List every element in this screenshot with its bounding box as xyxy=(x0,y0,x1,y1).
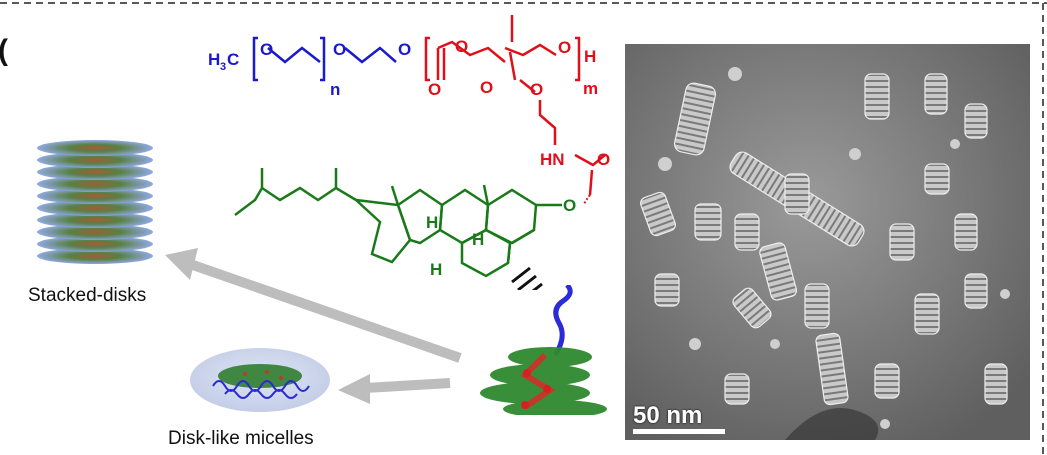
peg-h-sub: 3 xyxy=(220,61,226,73)
chemical-structure: H 3 C O O O n O O O H m xyxy=(208,15,610,290)
ma-o1: O xyxy=(455,37,468,56)
disk-micelles-label: Disk-like micelles xyxy=(168,428,314,449)
panel-letter: ( xyxy=(0,34,8,68)
process-arrows xyxy=(165,248,462,404)
peg-block xyxy=(252,36,397,82)
chol-h2: H xyxy=(472,230,484,249)
polymer-model xyxy=(480,285,607,415)
scale-bar xyxy=(633,429,725,434)
chol-h1: H xyxy=(426,213,438,232)
peg-o1: O xyxy=(260,40,273,59)
ma-o5: O xyxy=(530,80,543,99)
ma-o4: O xyxy=(480,78,493,97)
peg-o2: O xyxy=(333,40,346,59)
methacrylate-block xyxy=(424,15,606,196)
ma-m: m xyxy=(583,79,598,98)
ma-hn: HN xyxy=(540,150,565,169)
ma-o6: O xyxy=(597,150,610,169)
chol-h3: H xyxy=(430,260,442,279)
ma-h: H xyxy=(584,47,596,66)
peg-n: n xyxy=(330,80,340,99)
chol-o: O xyxy=(563,196,576,215)
ma-o3: O xyxy=(558,38,571,57)
tem-micrograph: 50 nm xyxy=(625,44,1030,440)
ma-o2: O xyxy=(428,80,441,99)
scale-bar-label: 50 nm xyxy=(633,402,703,429)
stacked-disks-label: Stacked-disks xyxy=(28,285,147,306)
peg-c: C xyxy=(227,50,239,69)
tem-image xyxy=(625,44,1030,440)
equivalent-sign xyxy=(511,266,543,290)
peg-h: H xyxy=(208,50,220,69)
cholesterol xyxy=(234,168,562,278)
micelle-illustration xyxy=(190,348,330,412)
stacked-disks-illustration xyxy=(37,140,153,264)
peg-o3: O xyxy=(398,40,411,59)
